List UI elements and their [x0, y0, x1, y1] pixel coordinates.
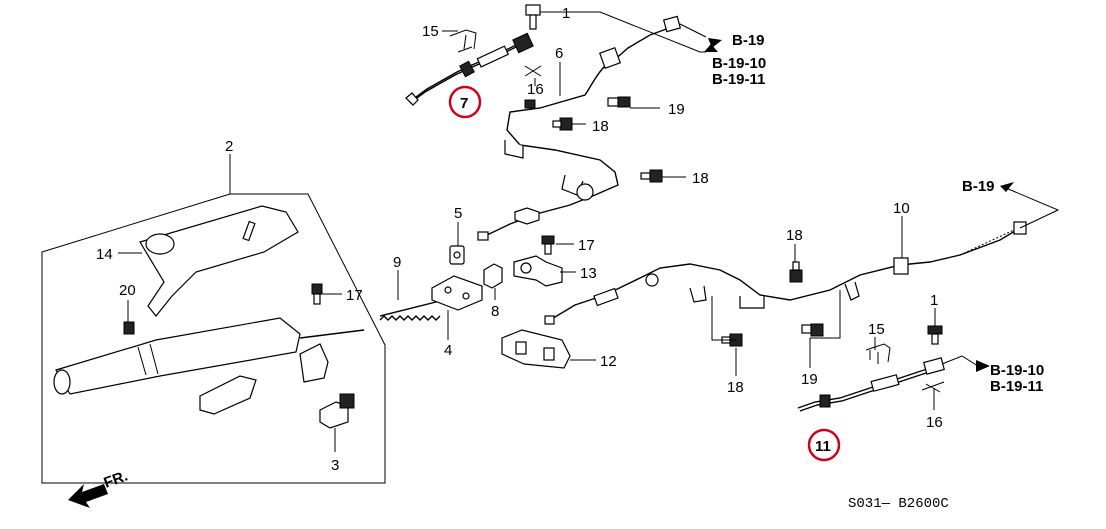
ref-b19-top: B-19 [732, 32, 765, 49]
part-number-4: 4 [444, 342, 452, 359]
part-number-8: 8 [491, 303, 499, 320]
cable-6-upper [477, 15, 682, 241]
part-number-16-top: 16 [527, 81, 544, 98]
ref-arrow-b19-right: B-19 [962, 178, 1014, 195]
part-number-18-lower: 18 [727, 379, 744, 396]
clip-16-top [524, 65, 542, 77]
highlight-part-7: 7 [448, 85, 482, 119]
bolt-18-right [789, 261, 803, 283]
bolt-18-top-1 [552, 117, 573, 131]
part-number-17-left: 17 [346, 287, 363, 304]
clip-16-lower [921, 381, 945, 393]
bracket-12 [501, 329, 571, 369]
ref-b19-10-bottom: B-19-10 [990, 362, 1044, 379]
leader-lines [118, 11, 1060, 452]
diagram-code: S031— B2600C [848, 496, 949, 512]
part-number-6: 6 [555, 45, 563, 62]
part-number-3: 3 [331, 457, 339, 474]
bolt-20 [123, 321, 135, 335]
part-number-20: 20 [119, 282, 136, 299]
part-number-18-top-2: 18 [692, 170, 709, 187]
highlight-part-11: 11 [807, 428, 841, 462]
equalizer-4 [431, 275, 483, 311]
ref-b19-11-bottom: B-19-11 [990, 378, 1043, 395]
cable-11-lower [797, 357, 945, 412]
ref-arrow-b19-10-top: B-19-10 B-19-11 [704, 44, 766, 88]
part-number-14: 14 [96, 246, 113, 263]
part-number-16-lower: 16 [926, 414, 943, 431]
part-number-18-right: 18 [786, 227, 803, 244]
bracket-13 [513, 255, 563, 287]
collar-5 [449, 245, 465, 265]
part-number-15-top: 15 [422, 23, 439, 40]
bolt-17-center [541, 235, 555, 255]
clip-15-lower [865, 343, 891, 364]
ref-arrow-b19-10-bottom: B-19-10 B-19-11 [976, 360, 1044, 395]
part-number-19-lower: 19 [801, 371, 818, 388]
lever-rod [199, 329, 365, 415]
part-number-19-top: 19 [668, 101, 685, 118]
clip-15-top [449, 29, 477, 53]
spring-9 [379, 299, 445, 321]
bolt-19-top [607, 96, 631, 108]
cable-10-right [544, 221, 1027, 325]
bolt-18-top-2 [640, 169, 663, 183]
bolt-1-top [525, 4, 541, 30]
ref-b19-11-top: B-19-11 [712, 71, 765, 88]
ref-arrow-b19-top: B-19 [708, 32, 765, 49]
ref-b19-10-top: B-19-10 [712, 55, 766, 72]
part-number-10: 10 [893, 200, 910, 217]
bolt-17-left [311, 283, 323, 305]
part-number-9: 9 [393, 254, 401, 271]
front-label: FR. [102, 468, 131, 492]
lever-handle [53, 317, 301, 395]
front-direction-arrow: FR. [68, 468, 130, 508]
switch-3 [319, 393, 355, 429]
part-number-15-lower: 15 [868, 321, 885, 338]
part-number-7: 7 [460, 95, 468, 112]
bolt-19-lower [801, 323, 824, 337]
part-number-1-lower: 1 [930, 292, 938, 309]
bolt-1-lower [927, 325, 943, 345]
nut-8 [483, 263, 503, 289]
part-number-18-top-1: 18 [592, 118, 609, 135]
part-number-1-top: 1 [562, 5, 570, 22]
lever-cover-14 [139, 205, 299, 317]
cable-7-top [405, 32, 534, 106]
part-number-12: 12 [600, 353, 617, 370]
part-number-13: 13 [580, 265, 597, 282]
part-number-2: 2 [225, 138, 233, 155]
part-number-5: 5 [454, 205, 462, 222]
part-number-11: 11 [815, 438, 831, 455]
part-number-17-center: 17 [578, 237, 595, 254]
ref-b19-right: B-19 [962, 178, 995, 195]
